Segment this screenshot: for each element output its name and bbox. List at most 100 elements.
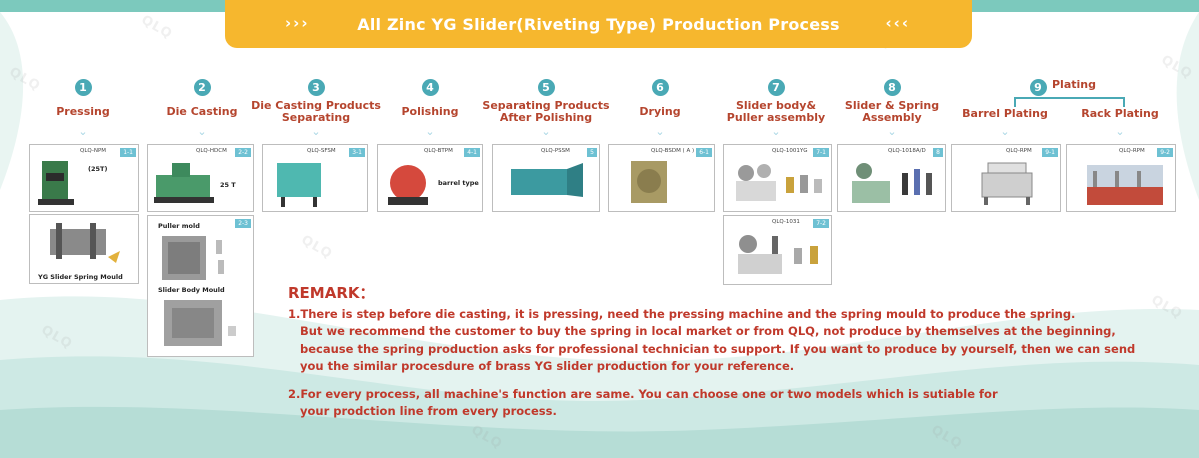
machine-card-4-1: QLQ-BTPM 4-1 barrel type	[377, 144, 483, 212]
step-number: 2	[193, 79, 211, 96]
model-code: QLQ-SFSM	[307, 148, 336, 154]
model-code: QLQ-RPM	[1006, 148, 1032, 154]
drying-machine-image	[631, 161, 667, 203]
chevron-down-icon: ⌄	[655, 125, 665, 138]
model-code: QLQ-1018A/D	[888, 148, 926, 154]
step-number: 8	[883, 79, 901, 96]
model-code: QLQ-PSSM	[541, 148, 570, 154]
separating-after-polishing-image	[511, 163, 583, 197]
model-code: QLQ-1001YG	[772, 148, 808, 154]
step-tag: 7-1	[813, 148, 829, 157]
step-tag: 1-1	[120, 148, 136, 157]
step-number: 7	[767, 79, 785, 96]
step-tag: 6-1	[696, 148, 712, 157]
step-7: 7 Slider body& Puller assembly ⌄	[716, 76, 836, 138]
model-code: QLQ-BSDM ( A )	[651, 148, 695, 154]
card-label: Slider Body Mould	[158, 286, 225, 294]
chevron-down-icon: ⌄	[887, 125, 897, 138]
card-label: 25 T	[220, 181, 236, 189]
step-tag: 4-1	[464, 148, 480, 157]
die-casting-machine-image	[154, 163, 214, 203]
machine-card-2-3: 2-3 Puller mold Slider Body Mould	[147, 215, 254, 357]
machine-card-1-1: QLQ-NPM 1-1 (25T)	[29, 144, 139, 212]
step-name: Die Casting Products Separating	[251, 99, 381, 124]
chevron-down-icon: ⌄	[78, 125, 88, 138]
chevron-down-icon: ⌄	[1115, 125, 1125, 138]
chevron-down-icon: ⌄	[197, 125, 207, 138]
machine-card-3-1: QLQ-SFSM 3-1	[262, 144, 368, 212]
machine-card-9-1: QLQ-RPM 9-1	[951, 144, 1061, 212]
step-tag: 5	[587, 148, 597, 157]
separating-machine-image	[277, 163, 321, 207]
step-number: 3	[307, 79, 325, 96]
machine-card-2-2: QLQ-HDCM 2-2 25 T	[147, 144, 254, 212]
step-tag: 8	[933, 148, 943, 157]
card-label: (25T)	[88, 165, 108, 173]
step-tag: 3-1	[349, 148, 365, 157]
chevron-down-icon: ⌄	[541, 125, 551, 138]
step-4: 4 Polishing ⌄	[370, 76, 490, 138]
model-code: QLQ-RPM	[1119, 148, 1145, 154]
machine-card-7-1: QLQ-1001YG 7-1	[723, 144, 832, 212]
step-tag: 7-2	[813, 219, 829, 228]
remark-title: REMARK：	[288, 284, 375, 302]
plating-sub-barrel: Barrel Plating	[962, 107, 1048, 120]
card-label: Puller mold	[158, 222, 200, 230]
header-banner: ››› All Zinc YG Slider(Riveting Type) Pr…	[225, 0, 972, 48]
step-3: 3 Die Casting Products Separating ⌄	[251, 76, 381, 138]
machine-card-8: QLQ-1018A/D 8	[837, 144, 946, 212]
side-wave-right	[1176, 12, 1199, 200]
step-name: Drying	[639, 105, 681, 118]
machine-card-6-1: QLQ-BSDM ( A ) 6-1	[608, 144, 715, 212]
plating-sub-rack: Rack Plating	[1081, 107, 1159, 120]
step-tag: 2-2	[235, 148, 251, 157]
chevron-down-icon: ⌄	[425, 125, 435, 138]
remark-line: 2.For every process, all machine's funct…	[288, 387, 998, 401]
plating-bracket	[1014, 97, 1125, 107]
model-code: QLQ-NPM	[80, 148, 107, 154]
side-wave-left	[0, 12, 24, 190]
step-name: Pressing	[56, 105, 110, 118]
press-machine-image	[38, 161, 74, 205]
assembly-machine-image	[738, 235, 818, 274]
step-6: 6 Drying ⌄	[600, 76, 720, 138]
step-number: 1	[74, 79, 92, 96]
step-tag: 2-3	[235, 219, 251, 228]
step-name: Die Casting	[166, 105, 238, 118]
step-name: Separating Products After Polishing	[482, 99, 610, 124]
chevron-down-icon: ⌄	[1000, 125, 1010, 138]
left-arrows: ›››	[285, 14, 310, 32]
right-arrows: ‹‹‹	[885, 14, 910, 32]
machine-card-9-2: QLQ-RPM 9-2	[1066, 144, 1176, 212]
step-name: Polishing	[401, 105, 459, 118]
wave-front	[0, 406, 1199, 458]
step-2: 2 Die Casting ⌄	[142, 76, 262, 138]
step-5: 5 Separating Products After Polishing ⌄	[482, 76, 610, 138]
step-name: Slider & Spring Assembly	[844, 99, 940, 124]
machine-card-7-2: QLQ-1031 7-2	[723, 215, 832, 285]
step-name: Slider body& Puller assembly	[726, 99, 826, 124]
machine-card-5: QLQ-PSSM 5	[492, 144, 600, 212]
step-tag: 9-2	[1157, 148, 1173, 157]
remark-line: But we recommend the customer to buy the…	[300, 324, 1116, 338]
model-code: QLQ-1031	[772, 219, 800, 225]
model-code: QLQ-HDCM	[196, 148, 227, 154]
remark-line: you the similar procesdure of brass YG s…	[300, 359, 795, 373]
step-tag: 9-1	[1042, 148, 1058, 157]
card-label: YG Slider Spring Mould	[38, 273, 123, 281]
machine-card-spring-mould: YG Slider Spring Mould	[29, 214, 139, 284]
remark-line: your prodction line from every process.	[300, 404, 557, 418]
step-number: 4	[421, 79, 439, 96]
chevron-down-icon: ⌄	[311, 125, 321, 138]
puller-mold-image	[162, 236, 224, 280]
card-label: barrel type	[438, 179, 479, 187]
step-number: 6	[651, 79, 669, 96]
barrel-plating-machine-image	[981, 162, 1033, 205]
polishing-machine-image	[388, 165, 428, 205]
remark-line: 1.There is step before die casting, it i…	[288, 307, 1076, 321]
page-title: All Zinc YG Slider(Riveting Type) Produc…	[357, 14, 840, 34]
slider-body-mould-image	[164, 300, 236, 346]
mould-image	[50, 223, 120, 263]
